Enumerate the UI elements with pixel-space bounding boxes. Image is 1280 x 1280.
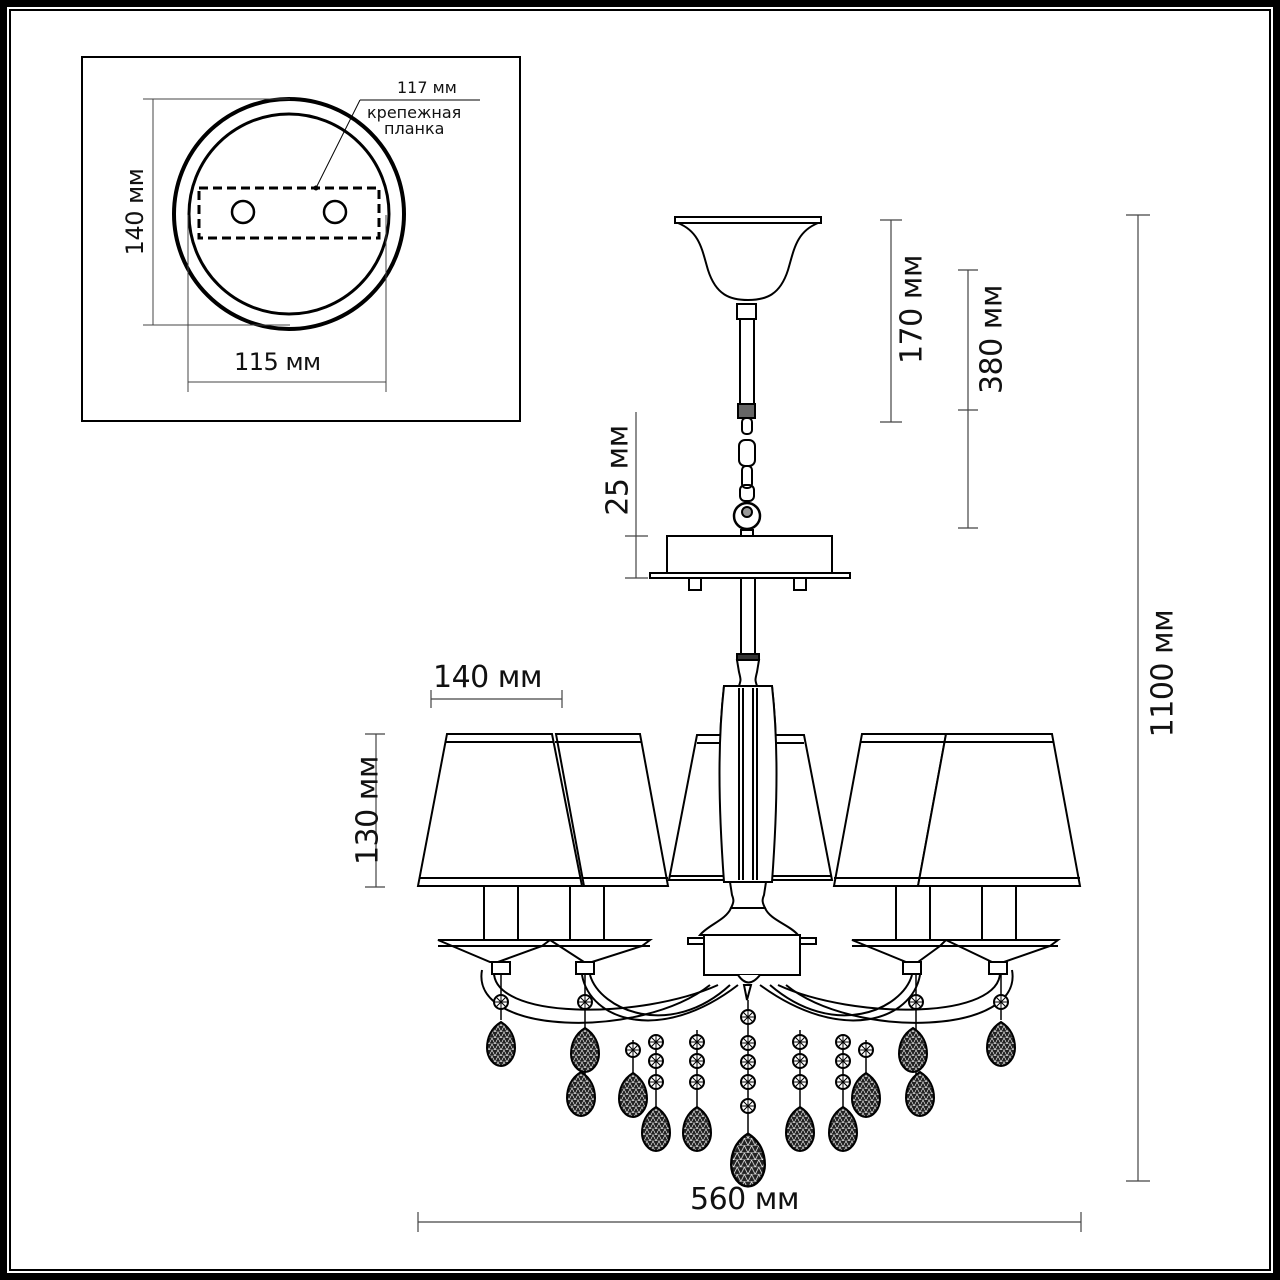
suspension-length-label: 380 мм [974,284,1010,395]
canopy-height-label: 170 мм [894,254,930,365]
crystal-pendants [486,974,1016,1188]
arms [480,969,1014,1024]
shade-height-label: 130 мм [350,755,386,866]
candle-holders [437,885,1061,975]
total-height-label: 1100 мм [1145,609,1181,738]
canopy-inner-circle [187,112,391,316]
callout-line1: крепежная [367,103,462,122]
inset-height-label: 140 мм [121,168,149,256]
bracket-width-label: 117 мм [397,78,457,97]
mounting-plate [649,535,851,657]
shade-width-label: 140 мм [433,660,543,695]
screw-hole-right [322,199,348,225]
callout-line2: планка [384,119,445,138]
shade-outer-right [916,733,1082,887]
plate-height-label: 25 мм [600,425,636,516]
mounting-bracket [197,186,381,240]
shade-outer-left [416,733,584,887]
total-width-label: 560 мм [690,1182,800,1217]
inset-width-label: 115 мм [234,348,321,376]
chain [732,417,762,537]
inner-frame [9,9,1271,1271]
dimension-lines [365,214,1150,1232]
shade-inner-left [554,733,670,887]
inset-panel [81,56,521,422]
shades [416,733,1082,887]
canopy [674,216,822,419]
screw-hole-left [230,199,256,225]
